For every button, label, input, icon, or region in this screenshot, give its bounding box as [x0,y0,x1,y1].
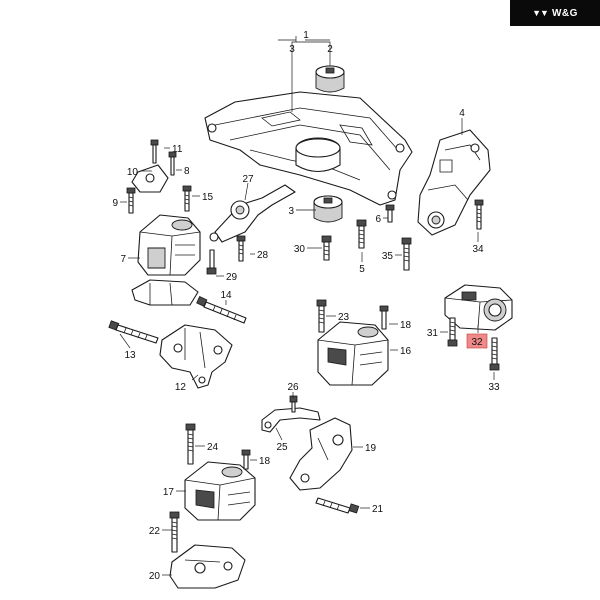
bolt-22 [169,511,180,553]
callout-12: 12 [175,382,187,393]
callout-20: 20 [149,571,161,582]
bolt-23 [316,299,327,333]
brand-text: W&G [551,7,578,19]
callout-33: 33 [488,382,500,393]
engine-mount-16 [317,321,389,386]
callout-30: 30 [294,244,306,255]
torque-strut-27 [209,184,296,243]
callout-8: 8 [184,166,190,177]
bolt-21 [315,497,360,514]
callout-13: 13 [124,350,136,361]
subframe-part [204,91,413,206]
bolt-31 [447,317,458,347]
highlighted-callout-box [466,333,488,349]
callout-11: 11 [172,144,183,155]
callout-15: 15 [202,192,214,203]
bolt-18-upper [379,305,389,330]
bracket-20 [169,544,246,589]
callout-4: 4 [459,108,465,119]
bolt-8 [168,151,177,176]
bolt-30 [321,235,332,261]
brand-logo: ▼▼ W&G [510,0,600,26]
callout-1: 1 [303,30,309,41]
bolt-9 [126,187,136,214]
leader-lines [119,36,495,576]
callout-7: 7 [120,254,126,265]
callout-31: 31 [427,328,439,339]
bolt-26 [289,395,298,413]
carrier-bracket [131,279,199,306]
bolt-35 [401,237,412,271]
bracket-plate-10 [131,164,169,193]
bolt-18-lower [241,449,251,470]
bracket-4 [417,129,491,236]
callout-18-lower: 18 [259,456,271,467]
callout-10: 10 [127,167,139,178]
callout-6: 6 [375,214,381,225]
callout-17: 17 [163,487,175,498]
callout-19: 19 [365,443,377,454]
bracket-12 [159,324,233,389]
callout-3-lower: 3 [288,206,294,217]
bolt-29 [206,249,217,275]
callout-32: 32 [471,337,483,348]
bolt-34 [474,199,484,230]
callout-14: 14 [220,290,232,301]
callout-27: 27 [242,174,254,185]
bushing-mount-32 [444,284,513,331]
bolt-14 [196,296,247,324]
bolt-11 [150,139,159,164]
callout-24: 24 [207,442,219,453]
rubber-mount-lower [313,195,343,223]
callout-28: 28 [257,250,269,261]
bolt-5 [356,219,367,249]
bolt-13 [108,320,159,344]
engine-mount-17 [184,461,256,521]
bolt-33 [489,337,500,371]
callout-9: 9 [112,198,118,209]
callout-26: 26 [287,382,299,393]
bolt-28 [236,235,246,262]
callout-3-top: 3 [289,44,295,55]
callout-34: 34 [472,244,484,255]
arm-25 [261,407,321,433]
callout-18-upper: 18 [400,320,412,331]
callout-23: 23 [338,312,350,323]
bracket-19 [289,417,353,491]
callout-29: 29 [226,272,238,283]
bolt-15 [182,185,192,212]
callout-labels: 1 3 2 4 3 6 30 5 35 34 31 32 33 27 28 29… [112,30,500,582]
callout-5: 5 [359,264,365,275]
bolt-24 [185,423,196,465]
engine-mount-7 [137,214,201,276]
callout-2: 2 [327,44,333,55]
bolt-6 [385,204,395,223]
callout-35: 35 [382,251,394,262]
brand-mark-icon: ▼▼ [532,8,549,18]
callout-25: 25 [276,442,288,453]
callout-21: 21 [372,504,384,515]
callout-22: 22 [149,526,161,537]
callout-16: 16 [400,346,412,357]
rubber-mount-upper [315,65,345,93]
